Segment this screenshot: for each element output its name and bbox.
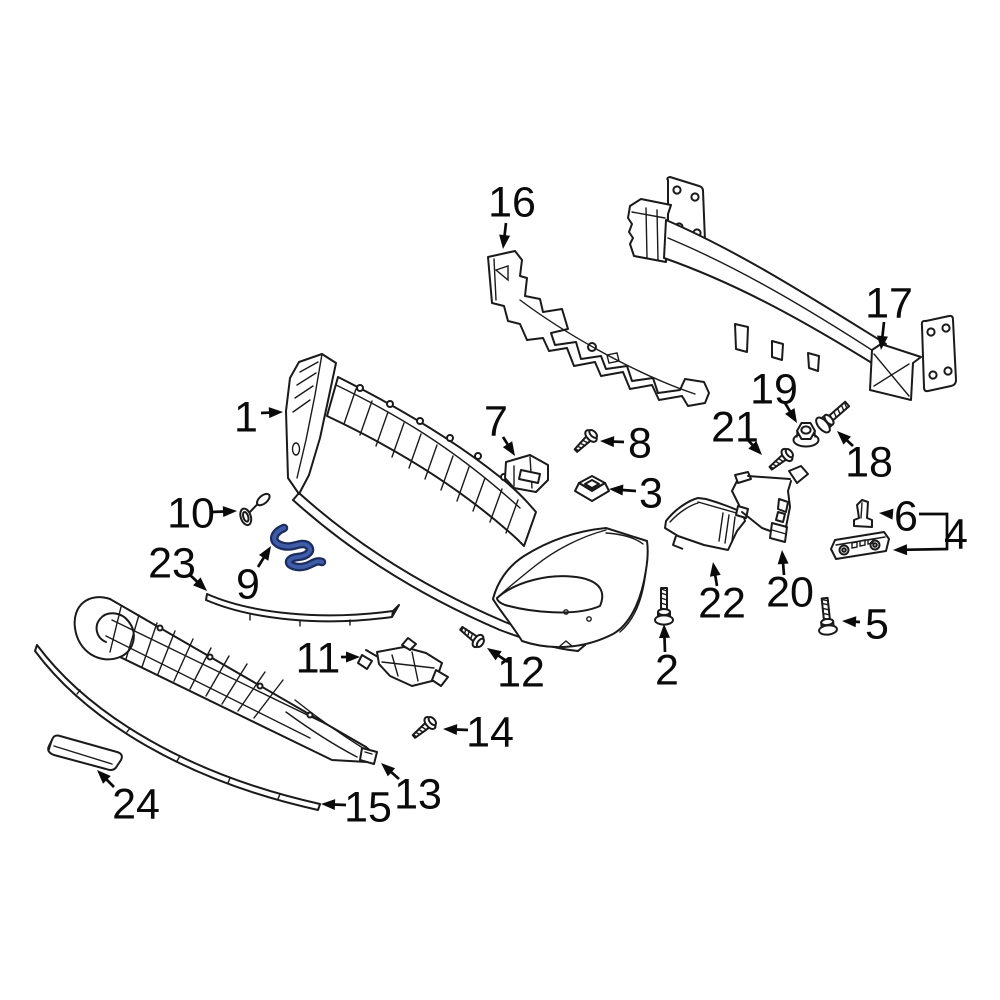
callout-20[interactable]: 20 bbox=[766, 550, 814, 616]
callout-4[interactable]: 4 bbox=[893, 510, 968, 558]
callout-5[interactable]: 5 bbox=[842, 600, 889, 648]
arrowhead-icon bbox=[659, 624, 670, 639]
part-number-label[interactable]: 18 bbox=[845, 438, 893, 486]
arrowhead-icon bbox=[97, 770, 111, 784]
arrowhead-icon bbox=[346, 651, 360, 663]
arrowhead-icon bbox=[709, 562, 721, 577]
part-number-label[interactable]: 11 bbox=[296, 634, 341, 682]
arrowhead-icon bbox=[222, 506, 237, 518]
part-number-label[interactable]: 20 bbox=[766, 568, 814, 616]
arrowhead-icon bbox=[381, 763, 396, 777]
callout-22[interactable]: 22 bbox=[698, 562, 746, 627]
part-12-screw bbox=[456, 621, 488, 651]
callout-8[interactable]: 8 bbox=[600, 419, 652, 467]
arrowhead-icon bbox=[502, 441, 515, 456]
part-number-label[interactable]: 22 bbox=[698, 579, 746, 627]
arrowhead-icon bbox=[193, 577, 207, 591]
part-number-label[interactable]: 9 bbox=[236, 560, 260, 608]
part-2-bolt bbox=[654, 587, 674, 626]
part-13-lower-grille bbox=[73, 596, 378, 765]
arrowhead-icon bbox=[499, 234, 511, 249]
callout-13[interactable]: 13 bbox=[381, 763, 442, 818]
part-number-label[interactable]: 5 bbox=[865, 600, 889, 648]
callout-19[interactable]: 19 bbox=[750, 365, 798, 423]
part-23-molding-strip bbox=[205, 593, 400, 627]
arrowhead-icon bbox=[837, 431, 851, 445]
part-11-bracket bbox=[357, 637, 449, 687]
arrowhead-icon bbox=[600, 436, 615, 448]
part-7-bracket bbox=[504, 454, 549, 493]
callout-16[interactable]: 16 bbox=[488, 178, 536, 249]
arrowhead-icon bbox=[609, 484, 624, 496]
part-22-fog-lamp-cover bbox=[664, 497, 746, 551]
arrowhead-icon bbox=[268, 407, 283, 419]
part-17-impact-bar bbox=[627, 176, 957, 401]
part-number-label[interactable]: 6 bbox=[894, 492, 918, 540]
arrowhead-icon bbox=[777, 550, 789, 565]
callout-24[interactable]: 24 bbox=[97, 770, 160, 828]
part-number-label[interactable]: 7 bbox=[484, 397, 508, 445]
part-15-molding-strip bbox=[34, 644, 321, 811]
part-8-screw bbox=[570, 426, 601, 457]
part-number-label[interactable]: 10 bbox=[167, 489, 215, 537]
callout-11[interactable]: 11 bbox=[296, 634, 360, 682]
callout-1[interactable]: 1 bbox=[234, 393, 283, 441]
part-20-wiring-bracket bbox=[731, 465, 809, 543]
callout-14[interactable]: 14 bbox=[443, 708, 514, 756]
arrowhead-icon bbox=[842, 616, 857, 628]
arrowhead-icon bbox=[879, 508, 894, 520]
part-1-bumper-cover bbox=[285, 353, 649, 652]
part-number-label[interactable]: 16 bbox=[488, 178, 536, 226]
callout-15[interactable]: 15 bbox=[321, 783, 392, 831]
callout-21[interactable]: 21 bbox=[711, 403, 762, 455]
part-number-label[interactable]: 17 bbox=[865, 279, 913, 327]
arrowhead-icon bbox=[785, 408, 797, 423]
callout-3[interactable]: 3 bbox=[609, 469, 663, 517]
callout-9[interactable]: 9 bbox=[236, 546, 271, 608]
part-18-bolt bbox=[812, 396, 855, 436]
part-4-sensor-bracket bbox=[830, 531, 890, 560]
arrowhead-icon bbox=[258, 546, 271, 561]
part-number-label[interactable]: 4 bbox=[944, 510, 968, 558]
part-24-molding-bar bbox=[47, 734, 123, 771]
callout-17[interactable]: 17 bbox=[865, 279, 913, 350]
part-number-label[interactable]: 8 bbox=[628, 419, 652, 467]
callout-7[interactable]: 7 bbox=[484, 397, 515, 456]
part-number-label[interactable]: 13 bbox=[394, 770, 442, 818]
part-9-wire-harness-highlighted bbox=[270, 523, 327, 572]
part-3-clip-nut bbox=[574, 475, 610, 502]
part-number-label[interactable]: 2 bbox=[655, 646, 679, 694]
callout-23[interactable]: 23 bbox=[148, 539, 207, 591]
arrowhead-icon bbox=[877, 335, 888, 350]
part-number-label[interactable]: 12 bbox=[497, 648, 545, 696]
part-6-clip bbox=[853, 499, 873, 528]
part-number-label[interactable]: 24 bbox=[112, 780, 160, 828]
callout-12[interactable]: 12 bbox=[487, 648, 545, 696]
part-16-impact-absorber bbox=[487, 250, 710, 407]
part-number-label[interactable]: 21 bbox=[711, 403, 759, 451]
arrowhead-icon bbox=[893, 544, 908, 556]
part-number-label[interactable]: 3 bbox=[639, 469, 663, 517]
arrowhead-icon bbox=[443, 724, 458, 736]
part-14-screw bbox=[408, 713, 440, 743]
callout-2[interactable]: 2 bbox=[655, 624, 679, 694]
part-number-label[interactable]: 23 bbox=[148, 539, 196, 587]
callout-18[interactable]: 18 bbox=[837, 431, 893, 486]
arrowhead-icon bbox=[487, 648, 502, 661]
arrowhead-icon bbox=[748, 441, 762, 455]
arrowhead-icon bbox=[321, 799, 336, 811]
part-number-label[interactable]: 1 bbox=[234, 393, 258, 441]
part-number-label[interactable]: 14 bbox=[466, 708, 514, 756]
part-10-push-pin bbox=[239, 492, 271, 527]
part-number-label[interactable]: 19 bbox=[750, 365, 798, 413]
part-19-flange-nut bbox=[792, 422, 820, 448]
leader-line bbox=[902, 512, 949, 552]
part-number-label[interactable]: 15 bbox=[344, 783, 392, 831]
part-5-bolt bbox=[814, 596, 839, 637]
callout-10[interactable]: 10 bbox=[167, 489, 237, 537]
callout-6[interactable]: 6 bbox=[879, 492, 918, 540]
